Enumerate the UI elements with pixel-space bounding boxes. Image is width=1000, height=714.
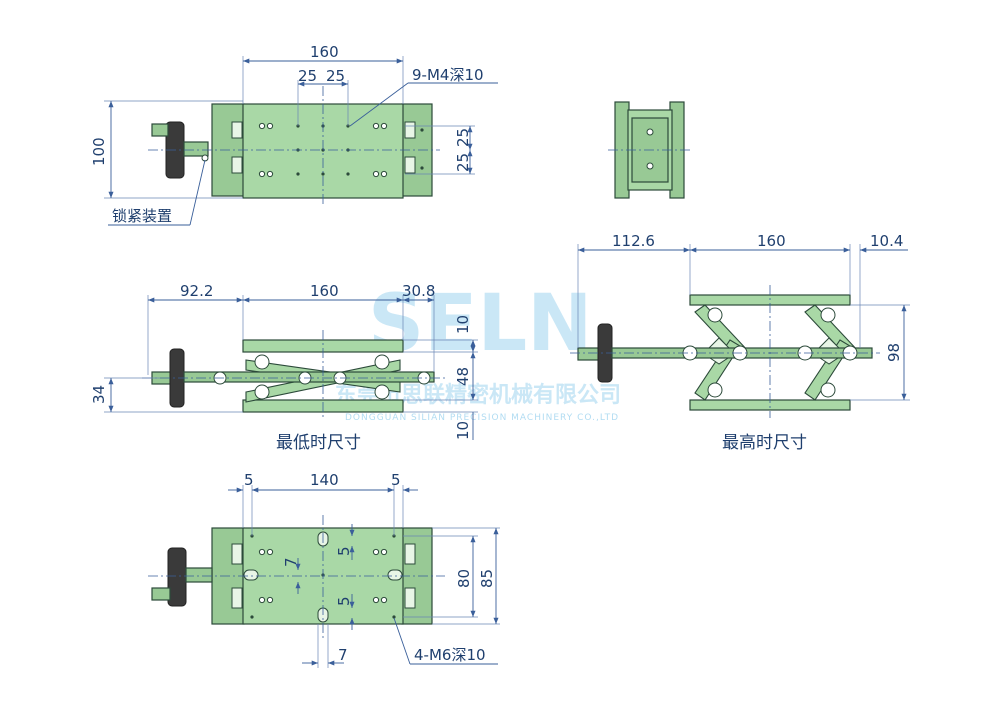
dim-bottom-left: 5 [244, 471, 254, 489]
end-view [608, 101, 692, 199]
label-lock-device: 锁紧装置 [112, 207, 172, 225]
label-bottom-tapped-holes: 4-M6深10 [414, 646, 486, 664]
top-view-holes [258, 122, 424, 178]
dim-lowest-width: 160 [310, 282, 339, 300]
dim-bottom-width: 140 [310, 471, 339, 489]
top-view: 160 25 25 100 25 25 9-M4深10 锁紧装置 [90, 43, 498, 226]
dim-bottom-7-inner: 7 [282, 557, 300, 567]
watermark: SELN 东莞市思联精密机械有限公司 DONGGUAN SILIAN PRECI… [335, 279, 621, 423]
dim-highest-height: 98 [885, 343, 903, 362]
dim-bottom-85: 85 [478, 569, 496, 588]
bottom-view-knob [167, 547, 187, 607]
watermark-logo: SELN [368, 279, 592, 369]
dim-top-pitch-left: 25 [298, 67, 317, 85]
dim-top-width: 160 [310, 43, 339, 61]
dim-bottom-right: 5 [391, 471, 401, 489]
dim-lowest-left: 34 [90, 385, 108, 404]
bottom-view: 5 140 5 7 5 5 80 85 7 4-M6深10 [148, 471, 500, 668]
lowest-joints [213, 354, 431, 400]
label-top-tapped-holes: 9-M4深10 [412, 66, 484, 84]
dim-bottom-7: 7 [338, 646, 348, 664]
dim-highest-width: 160 [757, 232, 786, 250]
dim-bottom-5-upper: 5 [335, 546, 353, 556]
dim-highest-right: 10.4 [870, 232, 903, 250]
dim-bottom-80: 80 [455, 569, 473, 588]
highest-view: 112.6 160 10.4 98 最高时尺寸 [570, 232, 910, 453]
watermark-company-en: DONGGUAN SILIAN PRECISION MACHINERY CO.,… [345, 413, 619, 423]
lowest-view: 92.2 160 30.8 10 48 10 34 最低时尺寸 [90, 282, 478, 453]
dim-lowest-bottom: 10 [454, 421, 472, 440]
dim-top-right-upper: 25 [454, 128, 472, 147]
dim-top-pitch-right: 25 [326, 67, 345, 85]
dim-top-height: 100 [90, 137, 108, 166]
caption-lowest: 最低时尺寸 [276, 433, 361, 453]
dim-lowest-right: 30.8 [402, 282, 435, 300]
dim-highest-knob: 112.6 [612, 232, 655, 250]
dim-lowest-knob: 92.2 [180, 282, 213, 300]
dim-bottom-5-lower: 5 [335, 596, 353, 606]
caption-highest: 最高时尺寸 [722, 433, 807, 453]
dim-top-right-lower: 25 [454, 153, 472, 172]
dim-lowest-top: 10 [454, 315, 472, 334]
dim-lowest-mid: 48 [454, 367, 472, 386]
